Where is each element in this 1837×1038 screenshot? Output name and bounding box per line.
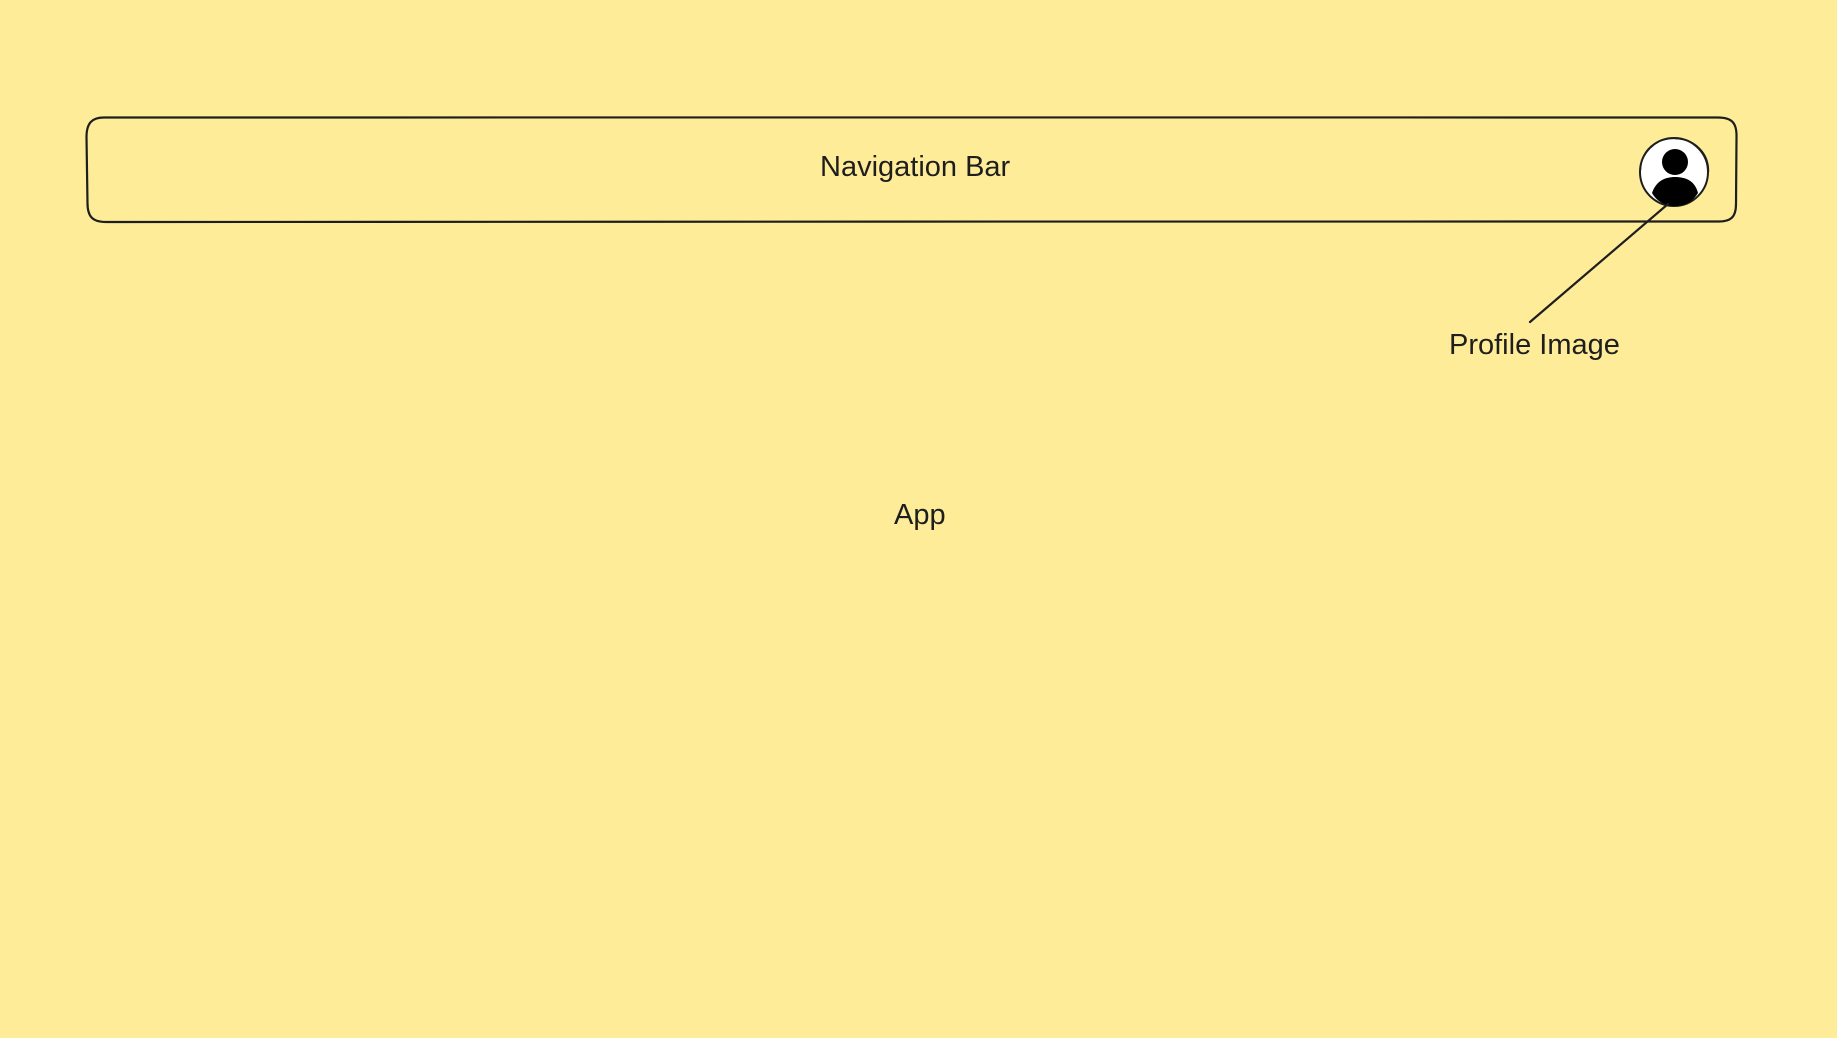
profile-connector-line: [1528, 202, 1670, 324]
navigation-bar-box: [85, 116, 1738, 224]
user-avatar-icon: [1639, 137, 1710, 207]
app-label: App: [894, 499, 946, 531]
navigation-bar-label: Navigation Bar: [820, 151, 1011, 183]
profile-image-label: Profile Image: [1449, 329, 1620, 361]
